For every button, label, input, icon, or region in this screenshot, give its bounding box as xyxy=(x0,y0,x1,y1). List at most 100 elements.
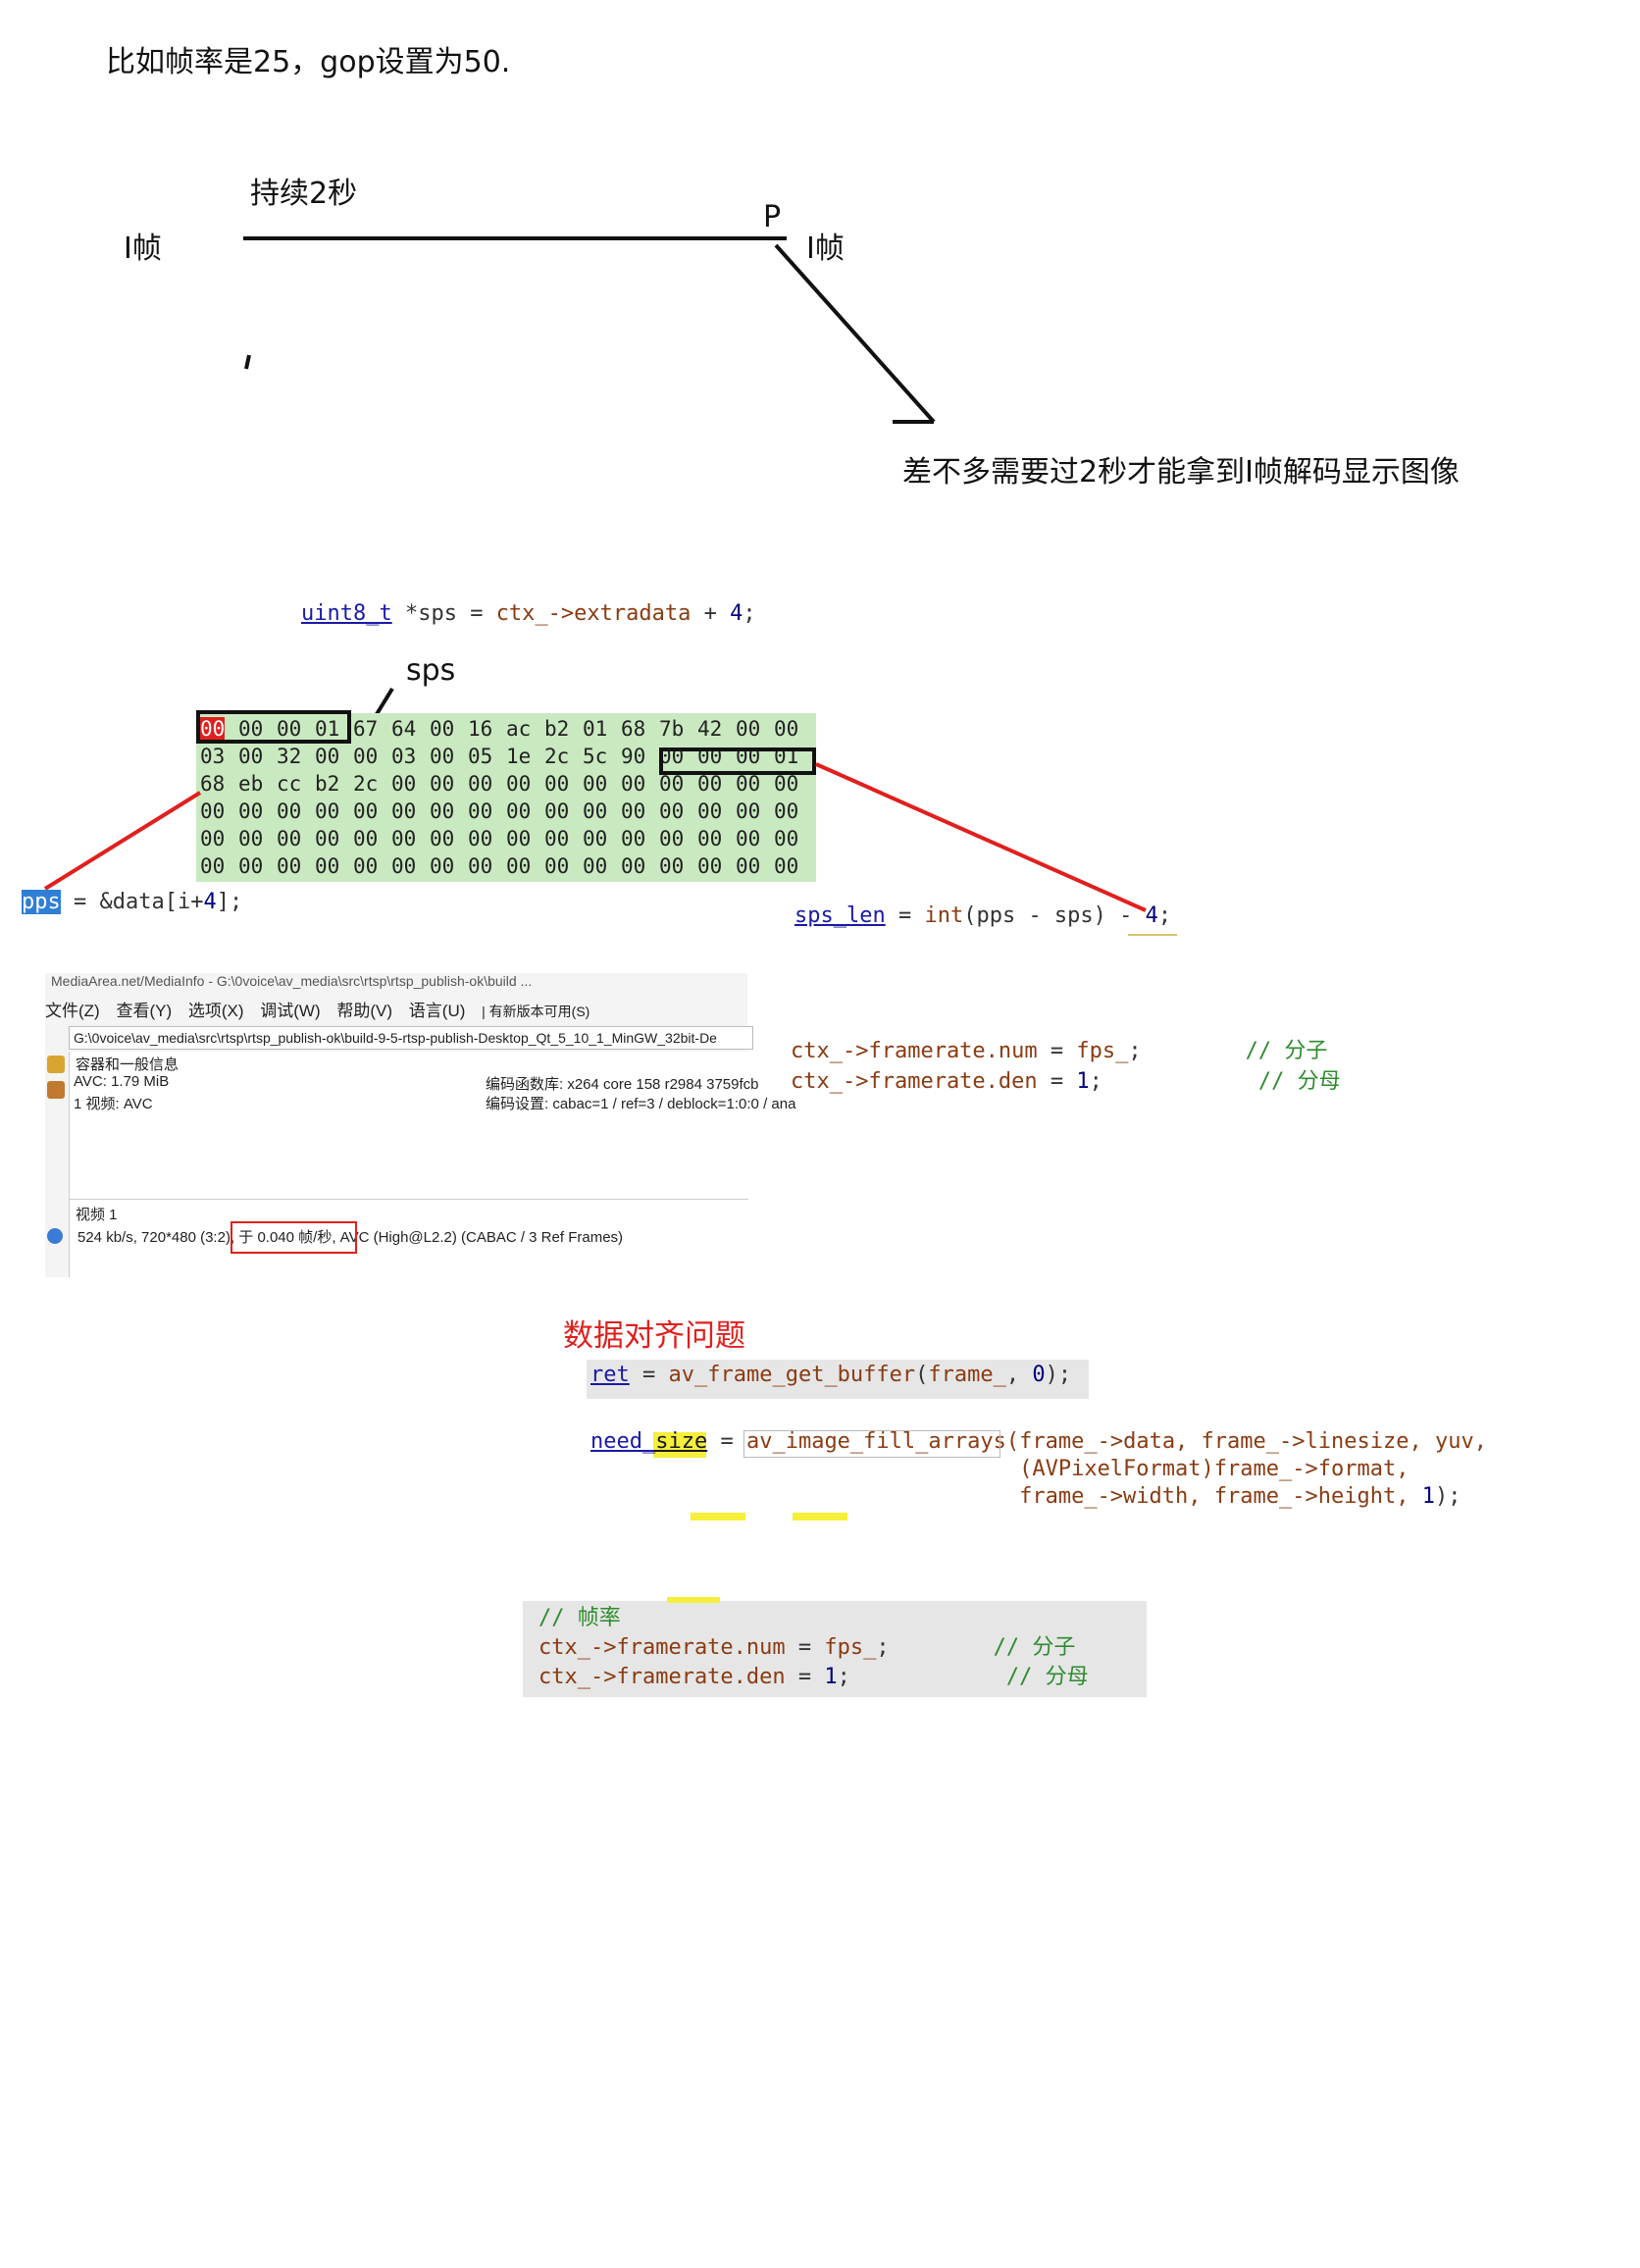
hex-byte: 00 xyxy=(583,799,608,823)
need-size-highlight xyxy=(653,1432,706,1458)
code-token: = xyxy=(629,1363,669,1387)
right-i-frame-label: I帧 xyxy=(806,232,845,266)
hex-byte: 00 xyxy=(277,854,302,878)
hex-byte: 00 xyxy=(353,799,379,823)
code-token: ( xyxy=(915,1363,929,1387)
encoder-settings: 编码设置: cabac=1 / ref=3 / deblock=1:0:0 / … xyxy=(486,1096,796,1112)
hex-byte: 00 xyxy=(621,827,646,850)
p-frame-label: P xyxy=(763,200,782,234)
hex-byte: 00 xyxy=(353,854,379,878)
video-details-a: 524 kb/s, 720*480 (3:2), xyxy=(77,1229,239,1246)
hex-byte: 00 xyxy=(238,827,264,850)
hex-byte: 00 xyxy=(430,827,455,850)
pps-code-line: pps = &data[i+4]; xyxy=(22,889,242,916)
menu-language[interactable]: 语言(U) xyxy=(408,1002,466,1020)
code-token: pps xyxy=(22,890,61,914)
panel-divider xyxy=(70,1199,748,1200)
gop-diagram-lines xyxy=(243,236,936,716)
code-token: uint8_t xyxy=(301,601,392,626)
sps-len-connector xyxy=(815,762,1147,912)
code-token: ctx_->framerate.den xyxy=(538,1665,786,1689)
code-token: *sps = xyxy=(391,601,496,626)
alignment-line-2: need_size = av_image_fill_arrays(frame_-… xyxy=(590,1428,1487,1456)
code-token: + xyxy=(691,601,731,626)
hex-byte: 42 xyxy=(697,717,723,741)
framerate-den-line: ctx_->framerate.den = 1; // 分母 xyxy=(791,1068,1341,1096)
hex-byte: 00 xyxy=(315,827,340,850)
code-token: ]; xyxy=(216,890,243,914)
code-token: ; xyxy=(837,1665,850,1689)
hex-byte: 00 xyxy=(583,827,608,850)
code-token: 0 xyxy=(1032,1363,1046,1387)
alignment-block-1: ret = av_frame_get_buffer(frame_, 0); xyxy=(587,1360,1089,1399)
hex-byte: 00 xyxy=(774,827,799,850)
pps-connector xyxy=(43,791,202,891)
hex-byte: 00 xyxy=(353,745,379,768)
hex-byte: 00 xyxy=(736,854,761,878)
alignment-line-4: frame_->width, frame_->height, 1); xyxy=(590,1483,1461,1511)
menu-options[interactable]: 选项(X) xyxy=(187,1002,244,1020)
hex-byte-highlight: 00 xyxy=(200,717,226,741)
hex-byte: 00 xyxy=(506,827,532,850)
code-token: , xyxy=(1005,1363,1033,1387)
mediainfo-path-field[interactable]: G:\0voice\av_media\src\rtsp\rtsp_publish… xyxy=(69,1026,753,1050)
hex-byte: 00 xyxy=(697,854,723,878)
menu-new-version[interactable]: | 有新版本可用(S) xyxy=(482,1004,590,1019)
cut-highlight-1 xyxy=(691,1513,745,1521)
hex-byte: 00 xyxy=(736,772,761,796)
code-token: // 分母 xyxy=(1102,1069,1341,1094)
mediainfo-window: MediaArea.net/MediaInfo - G:\0voice\av_m… xyxy=(45,973,795,1277)
hex-byte: 00 xyxy=(621,854,646,878)
code-token: ; xyxy=(743,601,756,626)
video-details-b: VC (High@L2.2) (CABAC / 3 Ref Frames) xyxy=(348,1229,624,1246)
hex-byte: 32 xyxy=(277,745,302,768)
hex-byte: 90 xyxy=(621,745,646,768)
code-token: (frame_->data, frame_->linesize, yuv, xyxy=(1005,1429,1487,1454)
alignment-line-3: (AVPixelFormat)frame_->format, xyxy=(590,1456,1409,1483)
hex-byte: 03 xyxy=(200,745,226,768)
code-token: 4 xyxy=(730,601,743,626)
menu-file[interactable]: 文件(Z) xyxy=(45,1002,100,1020)
mediainfo-side-icon-2 xyxy=(47,1081,65,1099)
hex-byte: 5c xyxy=(583,745,608,768)
hex-byte: 00 xyxy=(353,827,379,850)
code-token: sps_len xyxy=(794,903,886,928)
code-token: ; xyxy=(1128,1039,1142,1063)
hex-byte: 00 xyxy=(736,799,761,823)
hex-byte: 00 xyxy=(200,799,226,823)
hex-byte: 00 xyxy=(430,772,455,796)
hex-byte: 00 xyxy=(506,799,532,823)
code-token: ctx_->extradata xyxy=(495,601,692,626)
hex-byte: 00 xyxy=(315,745,340,768)
hex-byte: 00 xyxy=(468,827,493,850)
hex-byte: 00 xyxy=(468,854,493,878)
hex-byte: 00 xyxy=(544,854,570,878)
hex-byte: 00 xyxy=(277,827,302,850)
framerate-block-den: ctx_->framerate.den = 1; // 分母 xyxy=(538,1664,1089,1691)
framerate-num-line: ctx_->framerate.num = fps_; // 分子 xyxy=(791,1038,1327,1065)
code-token: ctx_->framerate.den xyxy=(791,1069,1038,1094)
menu-help[interactable]: 帮助(V) xyxy=(336,1002,393,1020)
hex-byte: 00 xyxy=(774,799,799,823)
hex-byte: 7b xyxy=(659,717,685,741)
code-token: = xyxy=(785,1665,825,1689)
hex-byte: 00 xyxy=(391,799,417,823)
menu-debug[interactable]: 调试(W) xyxy=(260,1002,321,1020)
pen-mark xyxy=(244,354,251,370)
video-fps-highlight: 于 0.040 帧/秒, A xyxy=(231,1221,357,1254)
code-token: ; xyxy=(1157,903,1172,928)
hex-byte: 00 xyxy=(468,799,493,823)
hex-byte: 03 xyxy=(391,745,417,768)
code-token: ; xyxy=(1089,1069,1102,1094)
code-token: = xyxy=(707,1429,746,1454)
code-token: ; xyxy=(876,1635,890,1660)
hex-byte: 00 xyxy=(583,772,608,796)
code-token: frame_ xyxy=(928,1363,1006,1387)
hex-byte: 00 xyxy=(506,854,532,878)
menu-view[interactable]: 查看(Y) xyxy=(116,1002,173,1020)
framerate-block: // 帧率 ctx_->framerate.num = fps_; // 分子 … xyxy=(523,1601,1147,1697)
